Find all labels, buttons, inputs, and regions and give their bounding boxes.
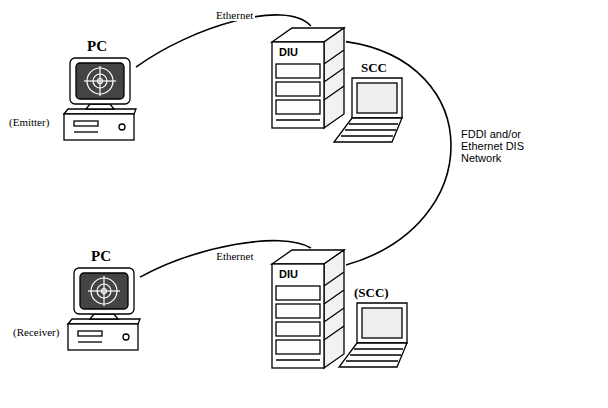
pc-role-label: (Receiver) [12, 326, 60, 338]
pc-label: PC [90, 248, 112, 265]
pc-node: PC (Emitter) [8, 38, 136, 142]
diu-node: DIU [268, 248, 346, 370]
pc-illustration [64, 58, 136, 140]
diu-rack-illustration [272, 28, 344, 128]
diu-node: DIU [268, 26, 346, 130]
network-cable [136, 15, 311, 67]
scc-label: SCC [360, 60, 388, 76]
pc-label: PC [86, 38, 108, 55]
diu-label: DIU [278, 46, 299, 58]
diu-label: DIU [278, 268, 299, 280]
pc-role-label: (Emitter) [8, 116, 50, 128]
diu-rack-illustration [272, 250, 344, 368]
scc-node: SCC [330, 60, 406, 144]
pc-node: PC (Receiver) [12, 248, 140, 352]
network-cable [346, 42, 451, 265]
laptop-illustration [339, 303, 407, 367]
scc-node: (SCC) [335, 285, 411, 369]
edge-label: Ethernet [214, 250, 255, 262]
laptop-illustration [334, 78, 402, 142]
scc-label: (SCC) [353, 285, 390, 301]
edge-label: Ethernet [214, 9, 255, 21]
edge-label: FDDI and/or Ethernet DIS Network [459, 128, 547, 164]
pc-illustration [68, 268, 140, 350]
